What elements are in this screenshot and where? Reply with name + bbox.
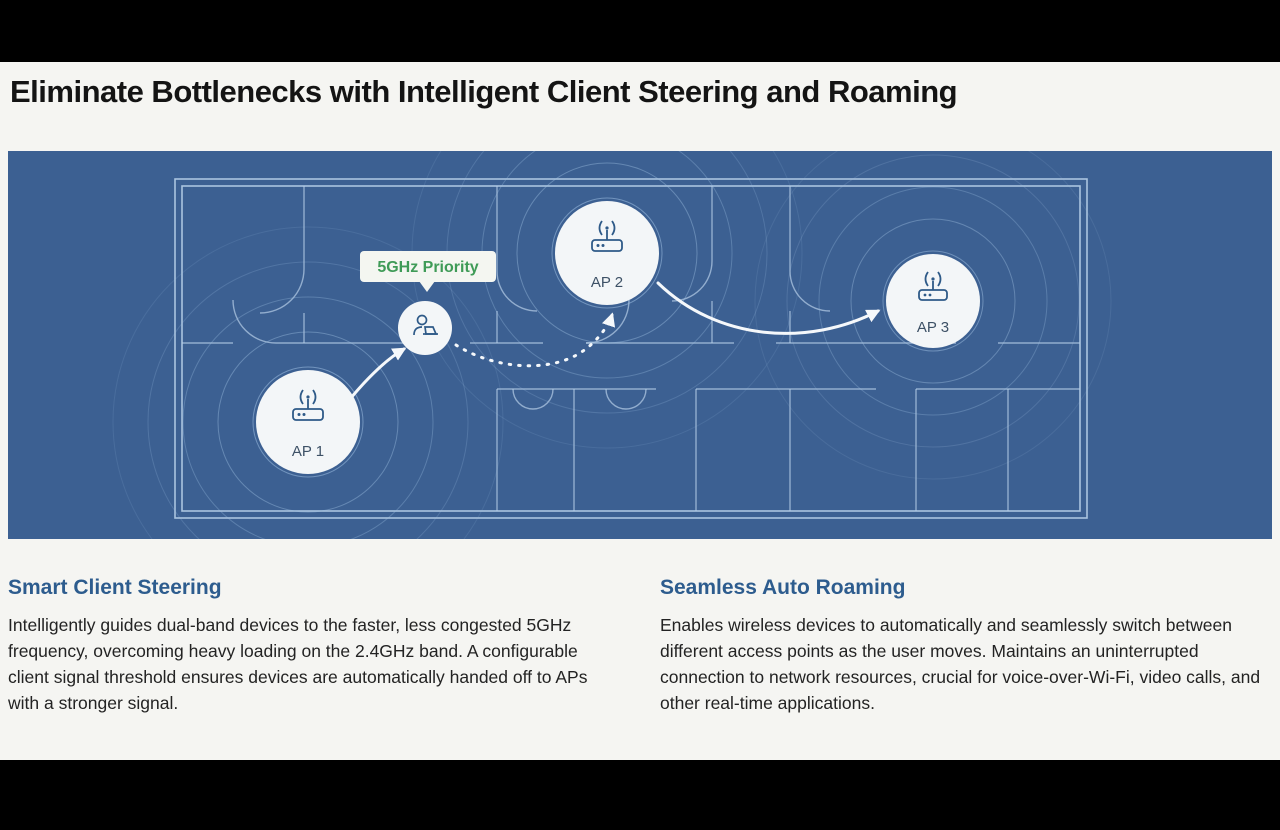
priority-badge-label: 5GHz Priority — [377, 259, 478, 276]
floorplan-panel: AP 1 AP 2 — [8, 151, 1272, 539]
user-laptop-icon — [413, 314, 438, 336]
access-point-icon — [591, 220, 623, 252]
ap2-label: AP 2 — [591, 274, 623, 291]
feature-smart-client-steering: Smart Client Steering Intelligently guid… — [8, 576, 592, 716]
floorplan-illustration: AP 1 AP 2 — [112, 151, 1112, 539]
feature-heading: Seamless Auto Roaming — [660, 576, 906, 599]
page-content: Eliminate Bottlenecks with Intelligent C… — [0, 62, 1280, 760]
access-point-icon — [918, 271, 948, 301]
steering-arrows — [348, 281, 881, 401]
feature-body: Enables wireless devices to automaticall… — [660, 615, 1261, 713]
arrow-ap2-to-ap3 — [656, 281, 881, 335]
ap3-node: AP 3 — [886, 254, 980, 348]
priority-badge: 5GHz Priority — [360, 251, 496, 292]
ap1-node: AP 1 — [256, 370, 360, 474]
signal-rings — [112, 151, 1112, 539]
client-node — [398, 301, 452, 355]
feature-seamless-auto-roaming: Seamless Auto Roaming Enables wireless d… — [660, 576, 1272, 716]
page-title: Eliminate Bottlenecks with Intelligent C… — [10, 74, 958, 109]
access-point-icon — [292, 389, 324, 421]
feature-heading: Smart Client Steering — [8, 576, 222, 599]
feature-body: Intelligently guides dual-band devices t… — [8, 615, 588, 713]
floorplan-interior-walls — [182, 186, 1080, 511]
floorplan-walls — [174, 178, 1088, 519]
arrow-ap1-to-client — [348, 347, 407, 401]
ap1-label: AP 1 — [292, 443, 324, 460]
ap2-node: AP 2 — [555, 201, 659, 305]
arrow-client-to-ap2 — [454, 312, 616, 368]
ap3-label: AP 3 — [917, 319, 949, 336]
feature-columns: Smart Client Steering Intelligently guid… — [8, 576, 1272, 716]
